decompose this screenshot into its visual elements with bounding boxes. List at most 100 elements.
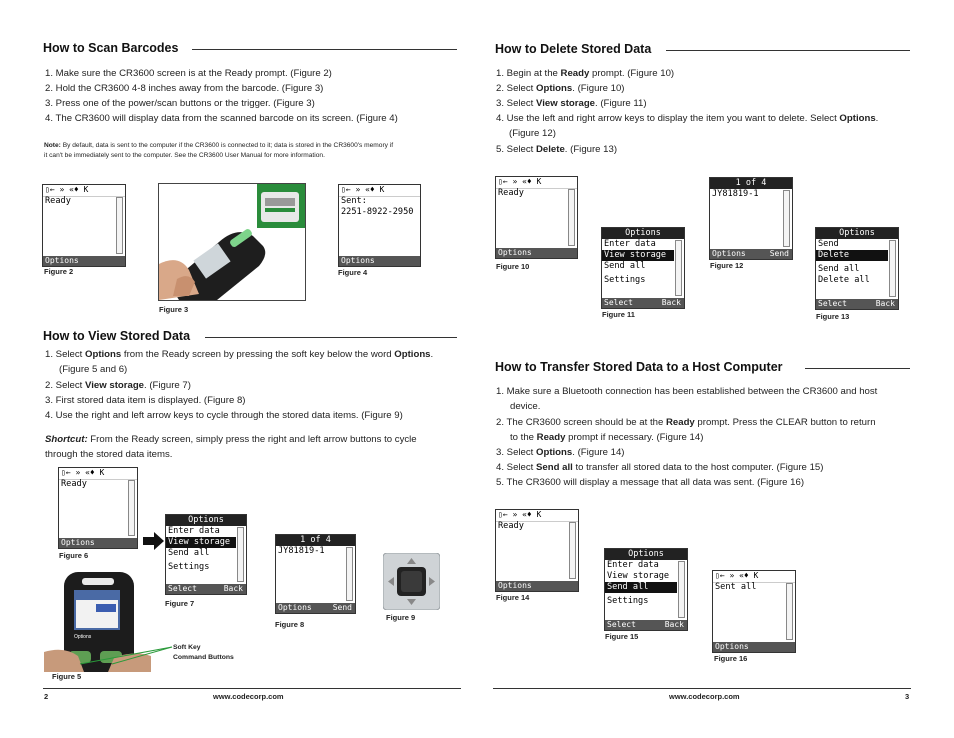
scrollbar (237, 527, 244, 582)
scrollbar (783, 190, 790, 247)
arrow-down-icon (407, 599, 416, 605)
menu-item-settings: Settings (168, 562, 210, 572)
scan-step-3: 3. Press one of the power/scan buttons o… (45, 98, 315, 109)
options-softkey: Options (339, 256, 420, 266)
figure-9-arrow-keypad (383, 553, 440, 610)
figure-6-screen: ▯← » «♦ K Ready Options (58, 467, 138, 549)
transfer-step-4: 4. Select Send all to transfer all store… (496, 462, 824, 473)
callout-lines (79, 646, 173, 665)
section-title-view: How to View Stored Data (43, 329, 191, 343)
device-options-label: Options (74, 634, 92, 640)
sent-label: Sent: (341, 196, 367, 206)
figure-4-screen: ▯← » «♦ K Sent: 2251-8922-2950 Options (338, 184, 421, 267)
menu-item-send-all: Send all (605, 582, 677, 593)
figure-7-caption: Figure 7 (165, 599, 195, 608)
section-title-transfer: How to Transfer Stored Data to a Host Co… (495, 360, 783, 374)
title-rule (205, 337, 457, 338)
options-softkey: Options (713, 642, 795, 652)
menu-title: Options (166, 515, 246, 526)
ready-text: Ready (498, 521, 524, 531)
status-bar: ▯← » «♦ K (713, 571, 795, 583)
arrow-left-icon (388, 577, 394, 586)
scrollbar (116, 197, 123, 254)
transfer-step-1: 1. Make sure a Bluetooth connection has … (496, 386, 878, 397)
view-step-3: 3. First stored data item is displayed. … (45, 395, 246, 406)
view-step-1-cont: (Figure 5 and 6) (59, 364, 128, 375)
footer-rule (493, 688, 911, 689)
delete-step-2: 2. Select Options. (Figure 10) (496, 83, 625, 94)
stored-item: JY81819-1 (712, 189, 759, 199)
title-rule (805, 368, 910, 369)
menu-title: Options (816, 228, 898, 239)
menu-item-send-all: Send all (604, 261, 646, 271)
scan-step-1: 1. Make sure the CR3600 screen is at the… (45, 68, 332, 79)
transfer-step-2-cont: to the Ready prompt if necessary. (Figur… (510, 432, 704, 443)
delete-step-1: 1. Begin at the Ready prompt. (Figure 10… (496, 68, 675, 79)
page-number-right: 3 (905, 692, 910, 701)
options-softkey: Options (43, 256, 125, 266)
section-title-delete: How to Delete Stored Data (495, 42, 652, 56)
menu-title: Options (605, 549, 687, 560)
scrollbar (675, 240, 682, 296)
softkey-callout: Soft Key Command Buttons (173, 644, 234, 661)
figure-11-screen: Options Enter data View storage Send all… (601, 227, 685, 309)
options-softkey: Options (496, 581, 578, 591)
delete-step-4-cont: (Figure 12) (509, 128, 556, 139)
figure-13-screen: Options Send Delete Send all Delete all … (815, 227, 899, 310)
scrollbar (128, 480, 135, 536)
arrow-right-icon (143, 532, 164, 550)
barcode-value: 2251-8922-2950 (341, 207, 414, 217)
title-rule (666, 50, 910, 51)
title-rule (192, 49, 457, 50)
view-step-4: 4. Use the right and left arrow keys to … (45, 410, 403, 421)
arrow-right-icon (429, 577, 435, 586)
status-bar: ▯← » «♦ K (496, 510, 578, 522)
figure-2-caption: Figure 2 (44, 267, 74, 276)
delete-step-5: 5. Select Delete. (Figure 13) (496, 144, 618, 155)
scrollbar (346, 547, 353, 601)
shortcut-text-cont: through the stored data items. (45, 449, 173, 460)
scan-step-2: 2. Hold the CR3600 4-8 inches away from … (45, 83, 324, 94)
figure-8-caption: Figure 8 (275, 620, 305, 629)
footer-url-left: www.codecorp.com (213, 692, 284, 701)
figure-11-caption: Figure 11 (602, 310, 635, 319)
figure-4-caption: Figure 4 (338, 268, 368, 277)
figure-13-caption: Figure 13 (816, 312, 850, 321)
figure-2-screen: ▯← » «♦ K Ready Options (42, 184, 126, 267)
figure-15-screen: Options Enter data View storage Send all… (604, 548, 688, 631)
item-counter: 1 of 4 (276, 535, 355, 546)
view-step-1: 1. Select Options from the Ready screen … (45, 349, 434, 360)
item-counter: 1 of 4 (710, 178, 792, 189)
menu-item-view-storage: View storage (602, 250, 674, 261)
footer-url-right: www.codecorp.com (669, 692, 740, 701)
figure-6-caption: Figure 6 (59, 551, 89, 560)
menu-item-settings: Settings (607, 596, 649, 606)
menu-item-enter-data: Enter data (607, 560, 659, 570)
menu-item-settings: Settings (604, 275, 646, 285)
figure-9-caption: Figure 9 (386, 613, 416, 622)
figure-16-screen: ▯← » «♦ K Sent all Options (712, 570, 796, 653)
status-bar: ▯← » «♦ K (339, 185, 420, 197)
scan-note-cont: it can't be immediately sent to the comp… (44, 152, 325, 159)
menu-item-delete-all: Delete all (818, 275, 870, 285)
scrollbar (568, 189, 575, 246)
arrow-up-icon (407, 558, 416, 564)
menu-item-view-storage: View storage (166, 537, 236, 548)
menu-item-delete: Delete (816, 250, 888, 261)
menu-item-send: Send (818, 239, 839, 249)
shortcut-text: Shortcut: From the Ready screen, simply … (45, 434, 417, 445)
menu-item-view-storage: View storage (607, 571, 670, 581)
scan-note: Note: By default, data is sent to the co… (44, 142, 394, 149)
menu-title: Options (602, 228, 684, 239)
delete-step-4: 4. Use the left and right arrow keys to … (496, 113, 879, 124)
view-step-2: 2. Select View storage. (Figure 7) (45, 380, 191, 391)
status-bar: ▯← » «♦ K (59, 468, 137, 480)
figure-3-caption: Figure 3 (159, 305, 189, 314)
transfer-step-1-cont: device. (510, 401, 541, 412)
